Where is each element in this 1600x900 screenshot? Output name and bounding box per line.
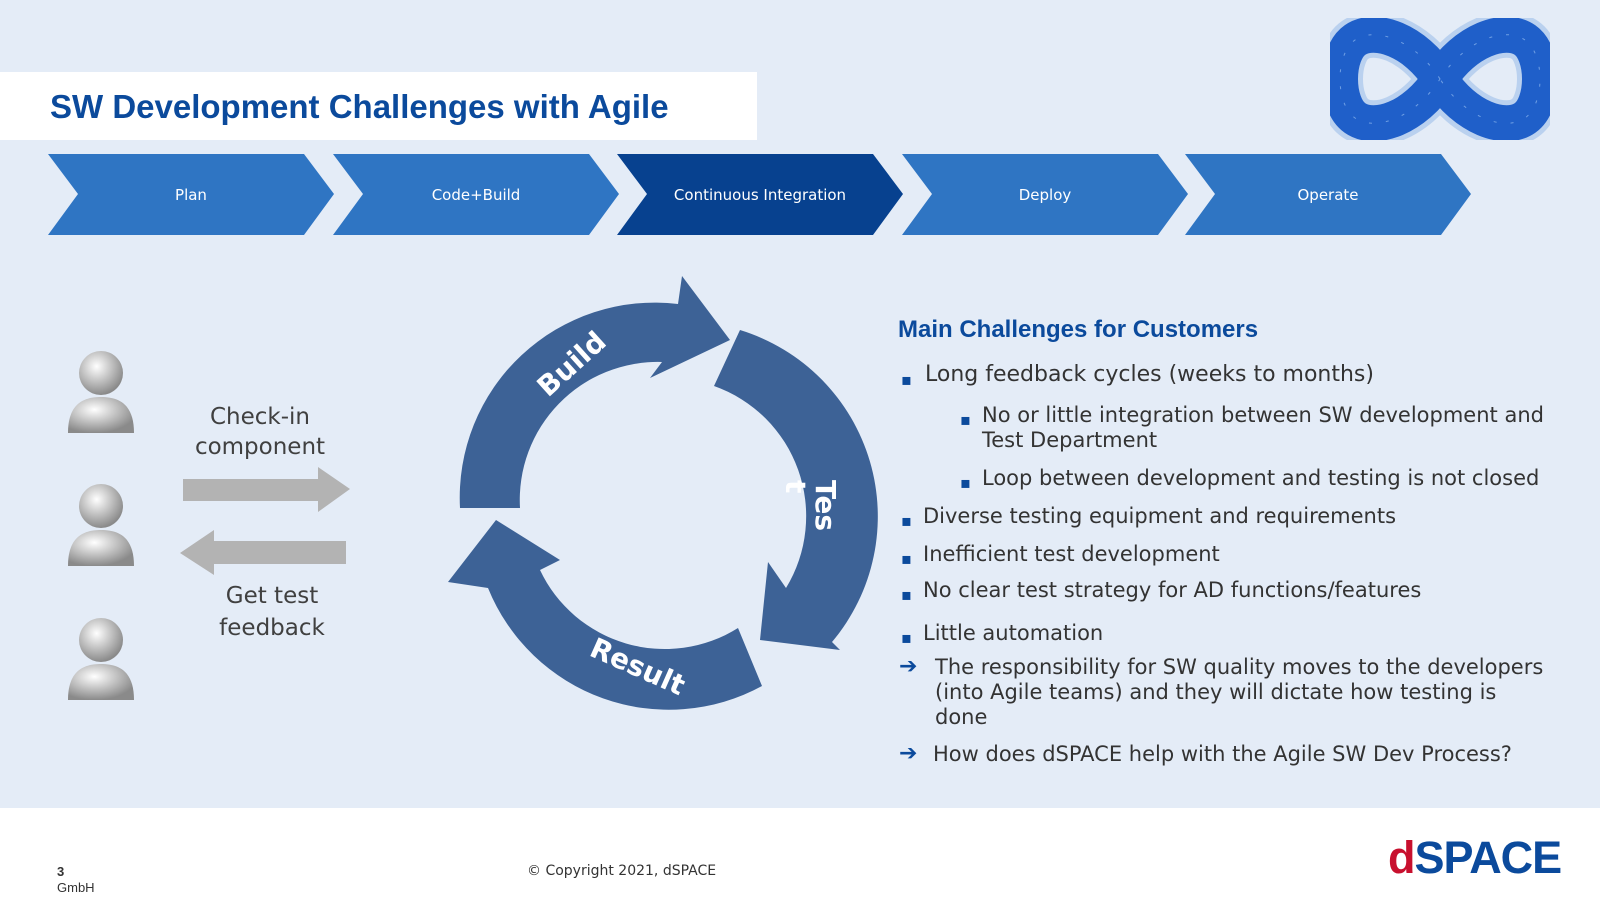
brand-rest: SPACE <box>1414 832 1563 883</box>
bullet-icon: ▪ <box>960 473 971 492</box>
arrow-right-icon: ➔ <box>899 654 918 679</box>
page-number: 3 <box>57 864 65 879</box>
bullet-icon: ▪ <box>901 549 912 568</box>
build-arrow <box>459 276 730 508</box>
challenge-sub-item: Loop between development and testing is … <box>982 466 1540 490</box>
conclusion-item: The responsibility for SW quality moves … <box>935 655 1544 729</box>
bullet-icon: ▪ <box>901 370 912 389</box>
pipeline-step-label: Code+Build <box>431 185 521 204</box>
pipeline-step-operate[interactable]: Operate <box>1185 154 1471 235</box>
result-arrow <box>448 520 762 710</box>
test-label-part-2: t <box>779 480 812 493</box>
arrow-right-icon <box>183 467 350 512</box>
pipeline-step-label: Deploy <box>1018 185 1072 204</box>
pipeline-step-label: Operate <box>1297 185 1359 204</box>
arrow-left-icon <box>180 530 346 575</box>
test-label-part-1: Tes <box>809 480 842 531</box>
chevron-shape <box>48 154 334 235</box>
company-suffix: GmbH <box>57 880 95 895</box>
pipeline-step-label: Continuous Integration <box>673 185 847 204</box>
challenge-item: No clear test strategy for AD functions/… <box>923 578 1422 602</box>
test-label: Tes t <box>779 480 842 541</box>
pipeline-step-plan[interactable]: Plan <box>48 154 334 235</box>
challenge-item: Diverse testing equipment and requiremen… <box>923 504 1397 528</box>
chevron-shape <box>617 154 903 235</box>
bullet-icon: ▪ <box>901 511 912 530</box>
flow-arrows <box>180 467 350 575</box>
person-icon <box>68 351 134 433</box>
dspace-logo: dSPACE <box>1388 832 1563 884</box>
person-icon <box>68 618 134 700</box>
pipeline-step-deploy[interactable]: Deploy <box>902 154 1188 235</box>
title-box <box>0 72 757 140</box>
feedback-label: Get test feedback <box>219 583 325 641</box>
pipeline-chevrons: Plan Code+Build Continuous Integration D… <box>0 150 1600 240</box>
pipeline-step-label: Plan <box>175 185 207 204</box>
bullet-icon: ▪ <box>901 628 912 647</box>
bullet-icon: ▪ <box>960 410 971 429</box>
bullet-icon: ▪ <box>901 585 912 604</box>
challenge-item: Little automation <box>923 621 1104 645</box>
challenge-sub-item: No or little integration between SW deve… <box>982 403 1544 452</box>
conclusion-item: How does dSPACE help with the Agile SW D… <box>933 742 1512 766</box>
pipeline-step-code-build[interactable]: Code+Build <box>333 154 619 235</box>
challenge-item: Inefficient test development <box>923 542 1220 566</box>
build-test-result-cycle: Build Result Tes t <box>448 276 878 710</box>
slide-title: SW Development Challenges with Agile <box>50 88 669 125</box>
chevron-shape <box>902 154 1188 235</box>
challenges-heading: Main Challenges for Customers <box>898 316 1259 343</box>
chevron-shape <box>1185 154 1471 235</box>
checkin-label: Check-in component <box>194 404 326 460</box>
person-icon <box>68 484 134 566</box>
challenge-item: Long feedback cycles (weeks to months) <box>925 362 1374 387</box>
devops-infinity-icon <box>1330 18 1550 140</box>
pipeline-step-continuous-integration[interactable]: Continuous Integration <box>617 154 903 235</box>
chevron-shape <box>333 154 619 235</box>
arrow-right-icon: ➔ <box>899 741 918 766</box>
brand-d: d <box>1388 832 1415 883</box>
copyright: © Copyright 2021, dSPACE <box>527 863 717 879</box>
test-arrow <box>714 330 878 650</box>
